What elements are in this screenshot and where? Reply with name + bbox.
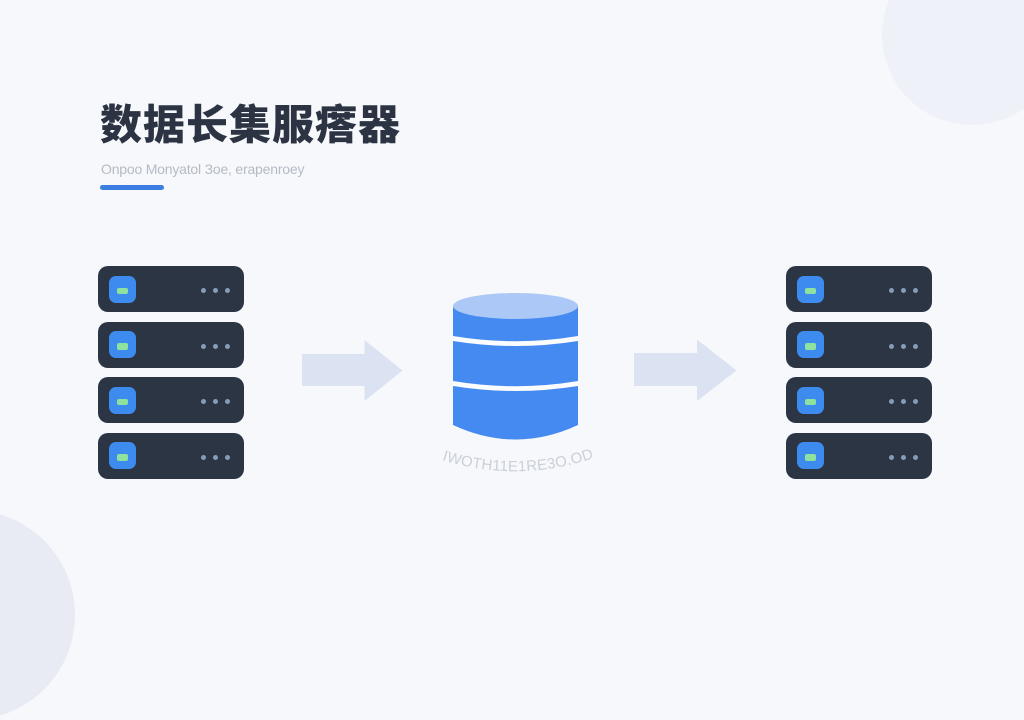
svg-text:IWOTH11E1RE3O.OD: IWOTH11E1RE3O.OD <box>441 446 596 475</box>
